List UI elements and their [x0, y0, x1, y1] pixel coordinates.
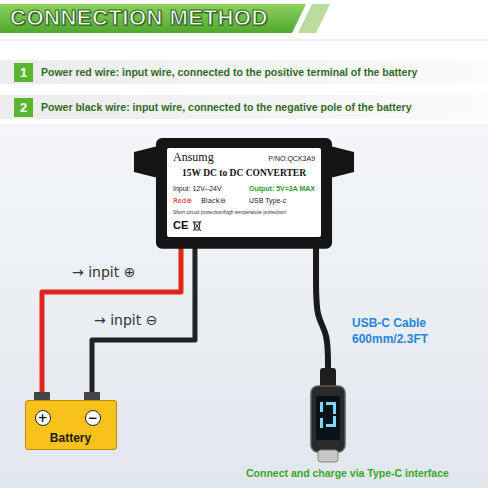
- positive-mark: +: [35, 410, 51, 426]
- wire: [42, 237, 181, 400]
- weee-bin: [193, 221, 201, 231]
- instruction-row: 1 Power red wire: input wire, connected t…: [0, 60, 488, 84]
- mounting-ear: [134, 146, 158, 178]
- usb-type-mark: USB Type-c: [249, 197, 286, 205]
- step-number: 2: [14, 98, 33, 117]
- title-banner: [0, 4, 306, 33]
- usb-c-plug: [311, 368, 345, 462]
- wire-label: → inpit ⊕: [70, 264, 137, 280]
- rule-line: [0, 40, 488, 41]
- display-segment: [326, 402, 336, 405]
- input-spec: Input: 12V--24V: [173, 185, 222, 193]
- cable-label: USB-C Cable 600mm/2.3FT: [352, 316, 444, 347]
- usage-note: Connect and charge via Type-C interface: [246, 467, 449, 481]
- weee-symbol: [192, 220, 202, 232]
- instruction-text: Power black wire: input wire, connected …: [41, 101, 411, 113]
- mounting-ear: [330, 146, 354, 178]
- instruction-row: 2 Power black wire: input wire, connected…: [0, 95, 488, 119]
- product-title: 15W DC to DC CONVERTER: [182, 168, 306, 179]
- step-number: 1: [14, 63, 33, 82]
- housing-body: [156, 138, 332, 249]
- protection-note: Short circuit protection/high temperatur…: [173, 210, 287, 216]
- converter-housing: [134, 138, 354, 249]
- output-spec: Output: 5V=3A MAX: [249, 185, 315, 193]
- usb-cable: [316, 245, 328, 370]
- display-segment: [320, 418, 323, 428]
- battery-box: + − Battery: [25, 400, 117, 450]
- converter-label: Ansumg P/NO:QCK3A9 15W DC to DC CONVERTER I…: [167, 148, 321, 237]
- banner-stripe: [298, 4, 330, 33]
- plug-display: [316, 396, 340, 440]
- title: CONNECTION METHOD: [10, 5, 268, 31]
- display-segment: [333, 405, 336, 414]
- brand-name: Ansumg: [173, 151, 214, 165]
- wire: [92, 237, 195, 400]
- display-segment: [320, 402, 323, 412]
- usb-c-tip: [318, 450, 338, 462]
- plug-body: [311, 386, 345, 452]
- part-number: P/NO:QCK3A9: [268, 155, 315, 163]
- wire-label: → inpit ⊖: [92, 312, 159, 328]
- black-wire-mark: Black⊖: [201, 197, 226, 205]
- instruction-text: Power red wire: input wire, connected to…: [41, 66, 417, 78]
- display-segment: [333, 416, 336, 425]
- diagram-ground: [0, 124, 488, 488]
- battery-name: Battery: [50, 431, 91, 445]
- negative-mark: −: [85, 410, 101, 426]
- red-wire-mark: Red⊕: [173, 197, 192, 205]
- ce-mark: CE: [173, 219, 188, 232]
